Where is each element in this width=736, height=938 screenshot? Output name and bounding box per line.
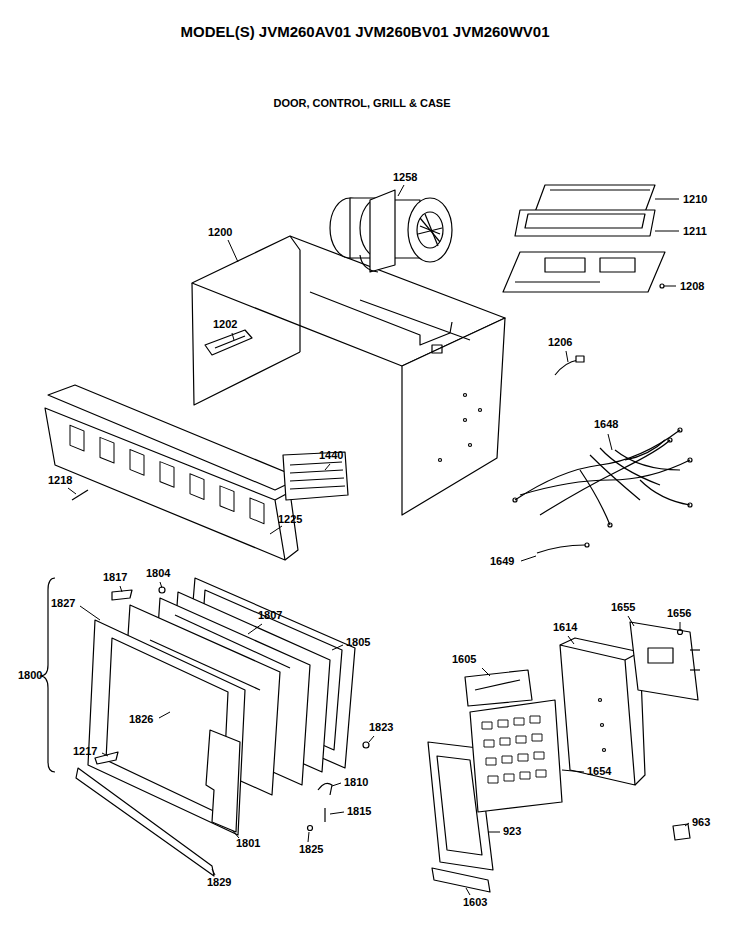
callout-number: 1825: [299, 843, 323, 856]
callout-number: 1603: [463, 896, 487, 909]
callout-number: 1649: [490, 555, 514, 568]
filter-parts: [503, 185, 665, 292]
callout-number: 1805: [346, 636, 370, 649]
section-heading: DOOR, CONTROL, GRILL & CASE: [273, 97, 450, 110]
control-panel: [428, 622, 700, 892]
callout-number: 1655: [611, 601, 635, 614]
door-assembly: [40, 578, 369, 876]
callout-number: 1817: [103, 571, 127, 584]
callout-number: 1648: [594, 418, 618, 431]
callout-number: 1810: [344, 776, 368, 789]
callout-number: 1804: [146, 567, 170, 580]
vent-grill: [45, 385, 348, 560]
callout-number: 963: [692, 816, 710, 829]
callout-number: 1202: [213, 318, 237, 331]
title: MODEL(S) JVM260AV01 JVM260BV01 JVM260WV0…: [180, 23, 549, 41]
callout-number: 1807: [258, 609, 282, 622]
callout-number: 1605: [452, 653, 476, 666]
callout-number: 1826: [129, 713, 153, 726]
callout-number: 1800: [18, 669, 42, 682]
callout-number: 1823: [369, 721, 393, 734]
callout-number: 1218: [48, 474, 72, 487]
leader-lines: [68, 185, 689, 895]
callout-number: 1614: [553, 621, 577, 634]
power-cord: [555, 356, 584, 375]
callout-number: 1217: [73, 745, 97, 758]
callout-number: 1206: [548, 336, 572, 349]
callout-number: 1258: [393, 171, 417, 184]
callout-number: 923: [503, 825, 521, 838]
callout-number: 1827: [51, 597, 75, 610]
callout-number: 1815: [347, 805, 371, 818]
blower-fan: [330, 190, 452, 272]
callout-number: 1656: [667, 607, 691, 620]
callout-number: 1210: [683, 193, 707, 206]
callout-number: 1440: [319, 449, 343, 462]
callout-number: 1211: [683, 225, 707, 238]
callout-number: 1208: [680, 280, 704, 293]
callout-number: 1829: [207, 876, 231, 889]
callout-number: 1654: [587, 765, 611, 778]
wire-harness: [513, 428, 692, 553]
callout-number: 1801: [236, 837, 260, 850]
callout-number: 1200: [208, 226, 232, 239]
callout-number: 1225: [278, 513, 302, 526]
